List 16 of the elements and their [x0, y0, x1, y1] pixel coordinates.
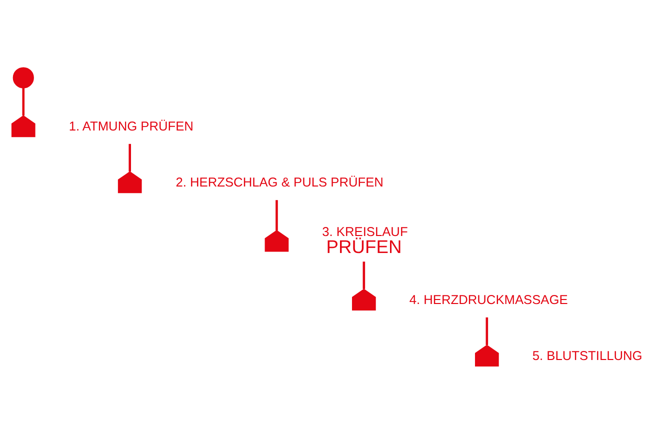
node-dog: [264, 230, 289, 252]
connector: [128, 143, 131, 172]
node-dog: [474, 344, 499, 366]
node-text: 3. KREISLAUF PRÜFEN: [322, 223, 408, 257]
node-circle: [12, 66, 34, 88]
node-dog: [118, 170, 142, 193]
connector: [362, 261, 366, 289]
connector: [276, 200, 278, 230]
node-text: 2. HERZSCHLAG & PULS PRÜFEN: [176, 174, 384, 190]
node-dog: [352, 288, 376, 310]
node-text: 1. ATMUNG PRÜFEN: [68, 118, 194, 134]
node-text: 4. HERZDRUCKMASSAGE: [409, 292, 568, 307]
connector: [486, 316, 488, 345]
node-dog: [11, 114, 36, 137]
node-text: 5. BLUTSTILLUNG: [532, 348, 642, 363]
connector: [22, 87, 25, 116]
